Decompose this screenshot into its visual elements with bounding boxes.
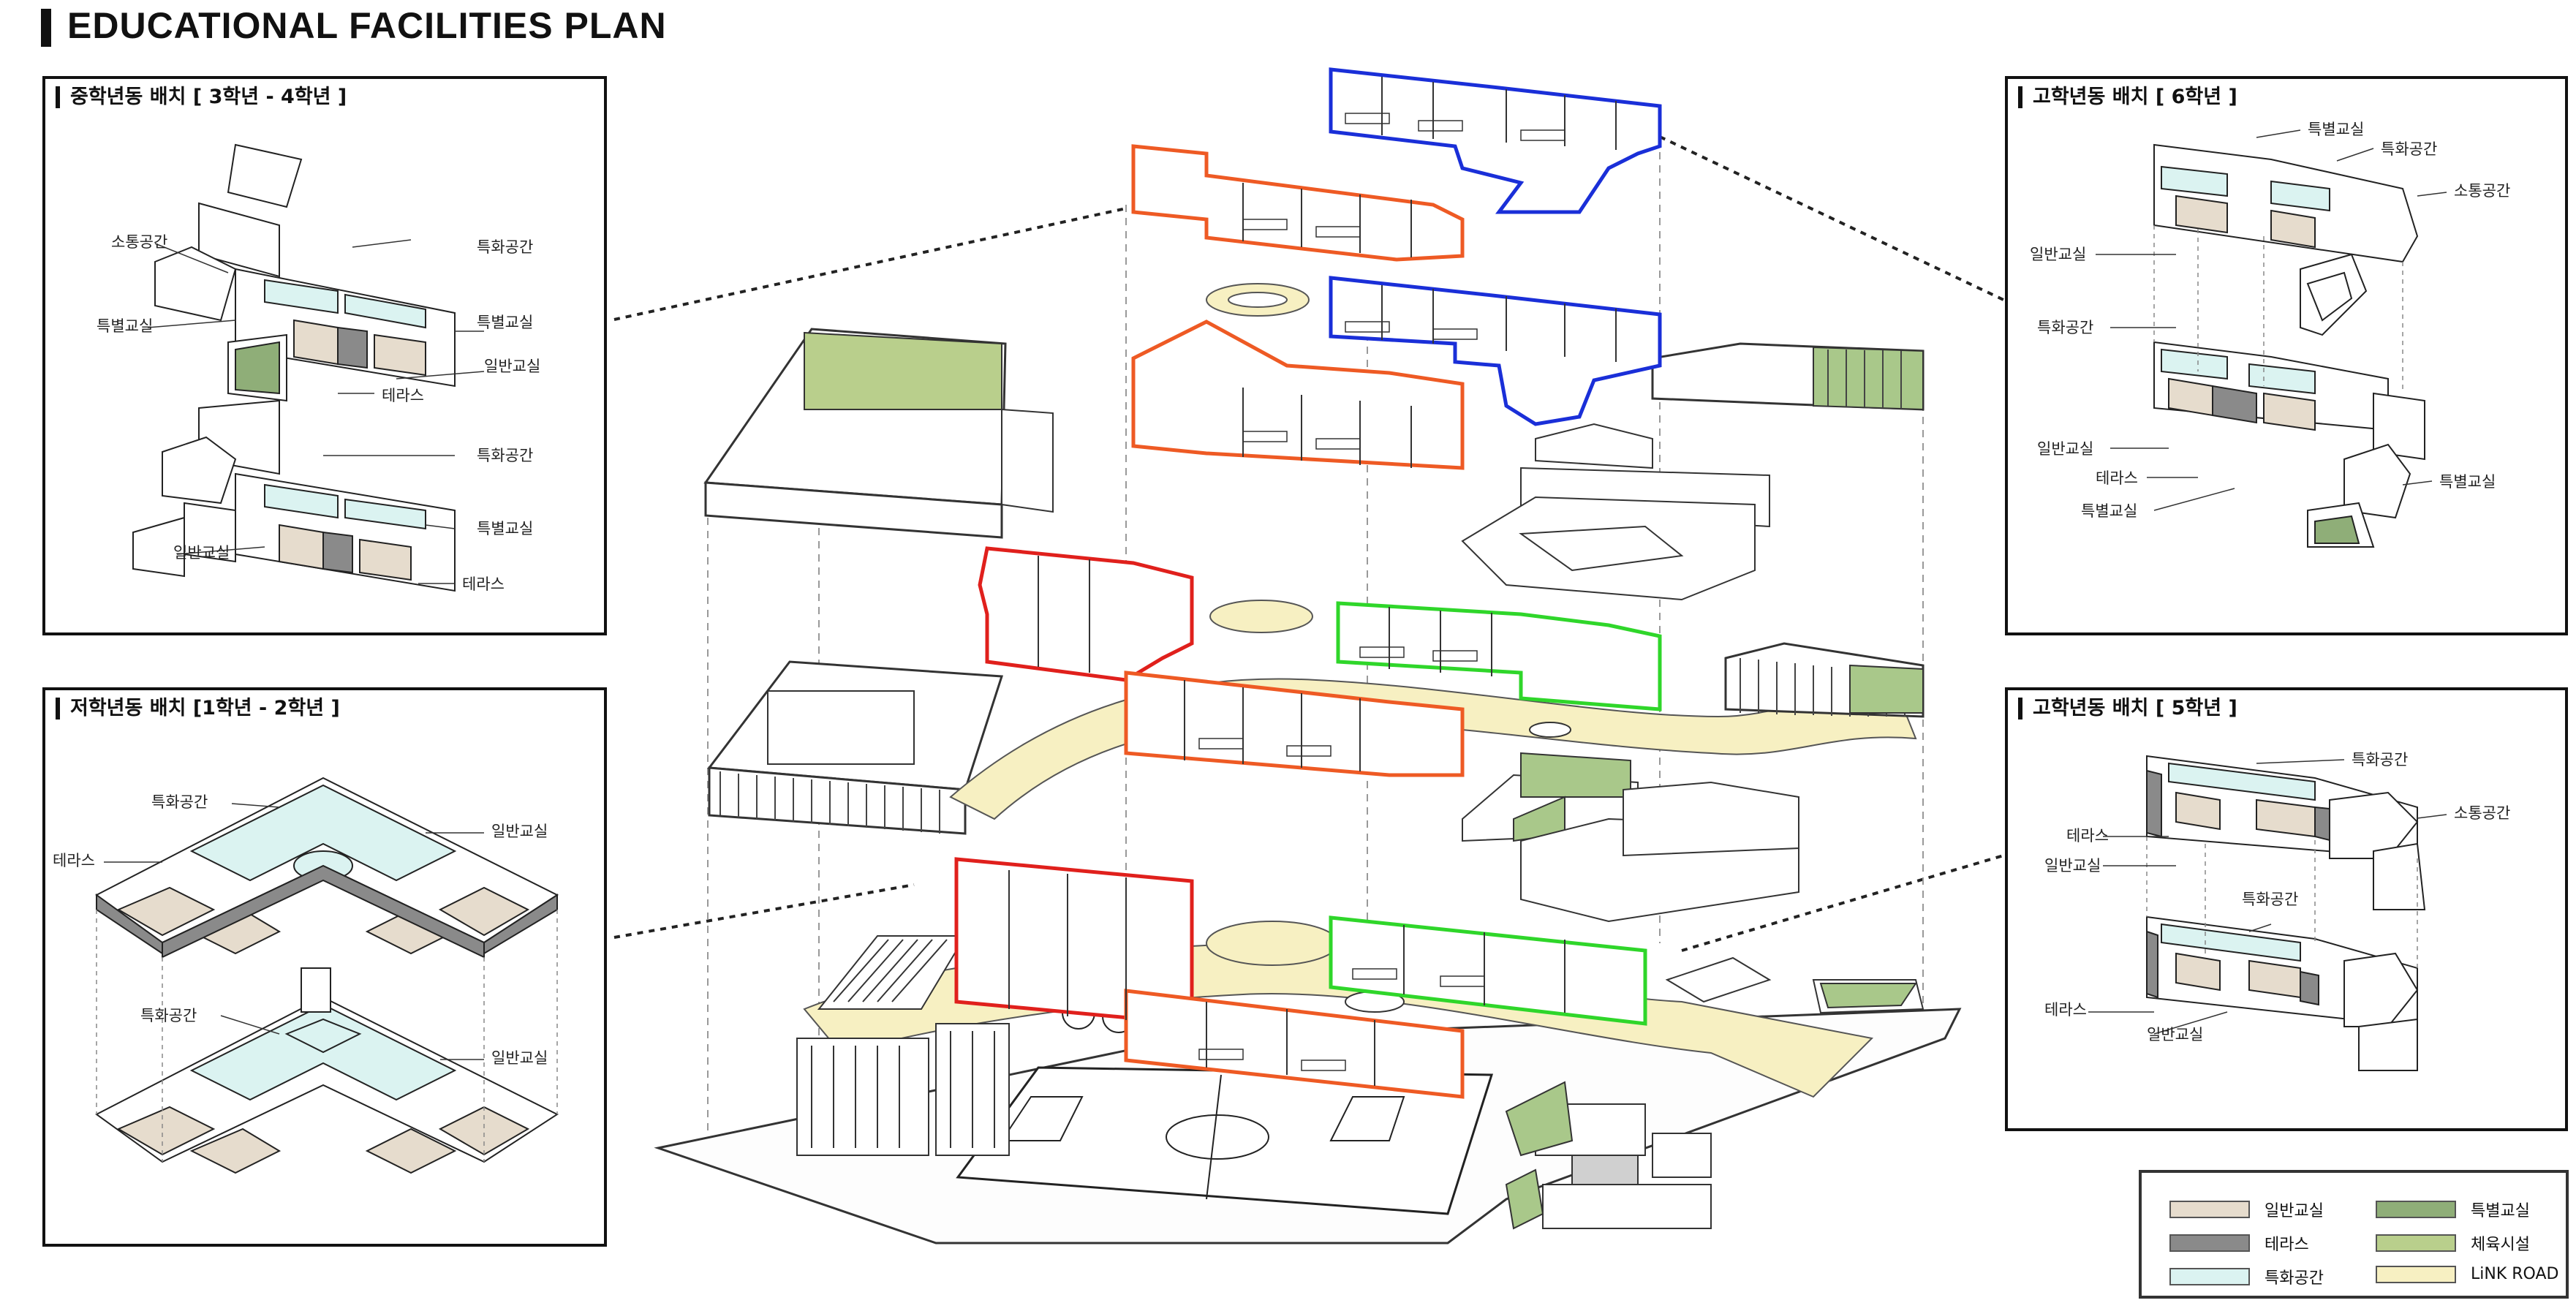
legend-label: LiNK ROAD — [2471, 1265, 2559, 1283]
page-title: EDUCATIONAL FACILITIES PLAN — [67, 5, 667, 46]
label-terrace: 테라스 — [462, 575, 505, 593]
legend-label: 일반교실 — [2265, 1202, 2324, 1220]
label-general-classroom: 일반교실 — [484, 358, 540, 375]
label-special-space: 특화공간 — [477, 447, 533, 464]
label-special-space: 특화공간 — [140, 1007, 197, 1024]
label-terrace: 테라스 — [382, 387, 424, 404]
label-general-classroom: 일반교실 — [2147, 1026, 2203, 1043]
label-terrace: 테라스 — [53, 852, 95, 869]
label-special-classroom: 특별교실 — [97, 317, 153, 335]
legend-item-special-space: 특화공간 — [2169, 1265, 2324, 1288]
label-general-classroom: 일반교실 — [2030, 246, 2086, 263]
panel-title-upper-grade-5: 고학년동 배치 [ 5학년 ] — [2018, 698, 2237, 720]
label-communication: 소통공간 — [111, 233, 167, 251]
panel-title-middle-grade: 중학년동 배치 [ 3학년 - 4학년 ] — [56, 86, 347, 108]
label-general-classroom: 일반교실 — [491, 1049, 548, 1067]
label-special-space: 특화공간 — [151, 793, 208, 811]
label-special-space: 특화공간 — [477, 238, 533, 256]
panel-upper-grade-6: 고학년동 배치 [ 6학년 ] — [2005, 76, 2568, 635]
label-special-space: 특화공간 — [2381, 140, 2437, 158]
label-general-classroom: 일반교실 — [2044, 857, 2101, 875]
label-special-classroom: 특별교실 — [2308, 121, 2364, 138]
label-special-classroom: 특별교실 — [2439, 473, 2496, 491]
panel-lower-grade: 저학년동 배치 [1학년 - 2학년 ] — [42, 687, 607, 1247]
legend-label: 테라스 — [2265, 1236, 2309, 1254]
label-general-classroom: 일반교실 — [491, 823, 548, 840]
legend-label: 특화공간 — [2265, 1269, 2324, 1288]
legend-item-link-road: LiNK ROAD — [2376, 1265, 2558, 1283]
legend-item-terrace: 테라스 — [2169, 1231, 2309, 1255]
label-special-classroom: 특별교실 — [477, 314, 533, 331]
label-special-space: 특화공간 — [2352, 751, 2408, 768]
legend-label: 체육시설 — [2471, 1236, 2530, 1254]
legend: 일반교실 특별교실 테라스 체육시설 특화공간 LiNK ROAD — [2139, 1170, 2569, 1299]
legend-swatch — [2376, 1201, 2456, 1218]
legend-swatch — [2169, 1268, 2250, 1285]
panel-title-upper-grade-6: 고학년동 배치 [ 6학년 ] — [2018, 86, 2237, 108]
label-general-classroom: 일반교실 — [173, 544, 230, 562]
panel-upper-grade-5: 고학년동 배치 [ 5학년 ] — [2005, 687, 2568, 1131]
upper-grade-6-axonometric: 특별교실 특화공간 소통공간 일반교실 특화공간 일반교실 테라스 특별교실 특… — [2030, 121, 2510, 548]
label-special-classroom: 특별교실 — [2081, 502, 2137, 520]
title-bar-mark — [41, 9, 51, 47]
middle-grade-axonometric: 소통공간 특화공간 특별교실 특별교실 일반교실 테라스 특화공간 특별교실 일… — [97, 143, 540, 593]
label-special-space: 특화공간 — [2037, 319, 2093, 336]
label-communication: 소통공간 — [2454, 804, 2510, 822]
label-special-classroom: 특별교실 — [477, 520, 533, 537]
label-general-classroom: 일반교실 — [2037, 440, 2093, 458]
label-terrace: 테라스 — [2066, 827, 2109, 845]
legend-item-general-classroom: 일반교실 — [2169, 1198, 2324, 1221]
legend-label: 특별교실 — [2471, 1202, 2530, 1220]
upper-grade-5-axonometric: 특화공간 테라스 소통공간 일반교실 특화공간 테라스 일반교실 — [2044, 751, 2510, 1071]
legend-item-special-classroom: 특별교실 — [2376, 1198, 2530, 1221]
legend-swatch — [2376, 1265, 2456, 1283]
panel-middle-grade: 중학년동 배치 [ 3학년 - 4학년 ] — [42, 76, 607, 635]
label-terrace: 테라스 — [2044, 1001, 2087, 1019]
lower-grade-axonometric: 특화공간 일반교실 테라스 특화공간 일반교실 — [53, 777, 559, 1174]
panel-title-lower-grade: 저학년동 배치 [1학년 - 2학년 ] — [56, 698, 340, 720]
label-terrace: 테라스 — [2096, 469, 2138, 487]
legend-swatch — [2169, 1201, 2250, 1218]
legend-swatch — [2169, 1234, 2250, 1252]
legend-swatch — [2376, 1234, 2456, 1252]
legend-item-sports-facility: 체육시설 — [2376, 1231, 2530, 1255]
label-communication: 소통공간 — [2454, 182, 2510, 200]
label-special-space: 특화공간 — [2242, 891, 2298, 908]
